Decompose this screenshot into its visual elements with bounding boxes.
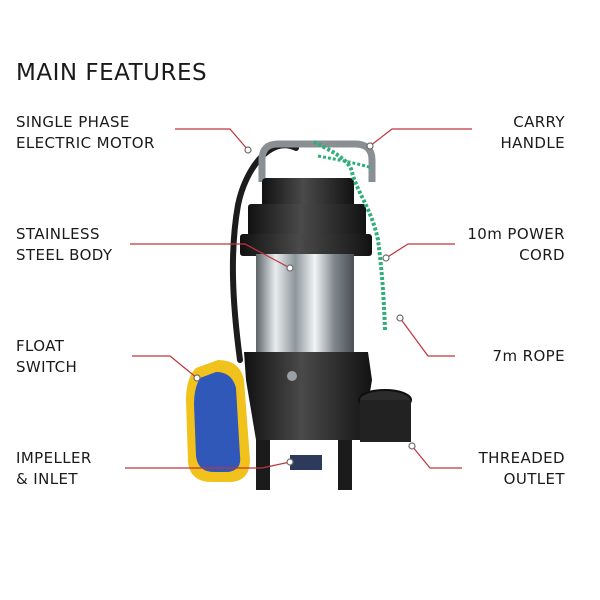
callout-dot-rope [396,314,404,322]
rope-label-line1: 7m ROPE [492,347,565,365]
motor-label-line2: ELECTRIC MOTOR [16,134,155,152]
callout-line-rope [399,317,455,357]
impeller-inlet [290,455,322,470]
stainless-body [256,254,354,354]
callout-dot-cord [382,254,390,262]
feature-label-cord: 10m POWER CORD [467,224,565,266]
callout-dot-float [193,374,201,382]
cord-label-line1: 10m POWER [467,225,565,243]
callout-dot-handle [366,142,374,150]
callout-dot-body [286,264,294,272]
feature-label-impeller: IMPELLER & INLET [16,448,92,490]
power-cord [229,142,299,363]
feature-label-body: STAINLESS STEEL BODY [16,224,113,266]
impeller-label-line1: IMPELLER [16,449,92,467]
callout-line-handle [369,128,472,147]
callout-line-cord [385,243,455,259]
callout-line-body [130,243,291,269]
page-title: MAIN FEATURES [16,60,208,86]
housing-bolt [287,371,297,381]
callout-line-impeller [125,461,291,469]
feature-label-rope: 7m ROPE [493,346,565,367]
carry-handle [258,140,376,182]
callout-dot-impeller [286,458,294,466]
motor-label-line1: SINGLE PHASE [16,113,130,131]
motor-head [262,178,354,208]
float-label-line1: FLOAT [16,337,65,355]
feature-label-motor: SINGLE PHASE ELECTRIC MOTOR [16,112,155,154]
cord-label-line2: CORD [519,246,565,264]
body-label-line1: STAINLESS [16,225,100,243]
float-switch-shape [186,360,250,482]
outlet-label-line2: OUTLET [503,470,565,488]
outlet-label-line1: THREADED [478,449,565,467]
feature-label-outlet: THREADED OUTLET [479,448,565,490]
lower-housing [244,352,372,440]
impeller-label-line2: & INLET [16,470,78,488]
rope [313,140,387,331]
feature-label-handle: CARRY HANDLE [500,112,565,154]
callout-dot-motor [244,146,252,154]
float-label-line2: SWITCH [16,358,78,376]
feature-label-float: FLOAT SWITCH [16,336,77,378]
handle-label-line1: CARRY [513,113,565,131]
callout-line-float [132,355,198,379]
pump-foot-right [338,440,352,490]
body-label-line2: STEEL BODY [16,246,113,264]
handle-label-line2: HANDLE [500,134,565,152]
callout-line-motor [175,128,249,151]
motor-cap [248,204,366,236]
callout-line-outlet [411,445,462,469]
callout-dot-outlet [408,442,416,450]
pump-foot-left [256,440,270,490]
